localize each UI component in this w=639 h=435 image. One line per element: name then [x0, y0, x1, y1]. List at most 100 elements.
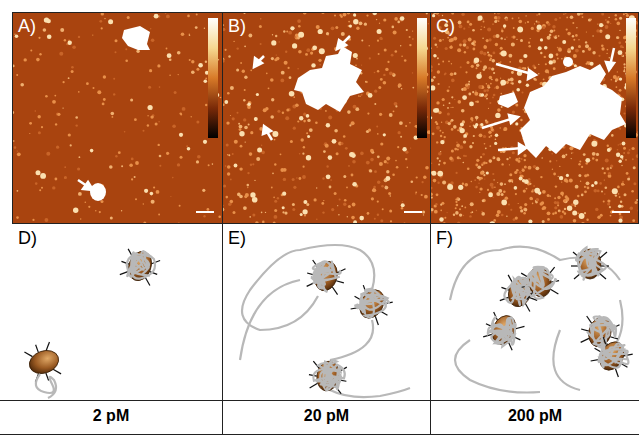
afm-particle	[442, 132, 444, 134]
afm-particle	[619, 128, 621, 130]
afm-particle	[585, 41, 587, 43]
afm-particle	[588, 18, 591, 21]
afm-particle	[482, 37, 484, 39]
afm-particle	[483, 89, 486, 92]
afm-particle	[501, 106, 503, 108]
afm-particle	[20, 83, 24, 87]
bacterium-leg	[612, 368, 621, 377]
afm-particle	[492, 156, 495, 159]
afm-particle	[299, 177, 302, 180]
afm-particle	[358, 95, 360, 97]
afm-particle	[471, 42, 474, 45]
afm-particle	[460, 66, 462, 68]
afm-particle	[491, 67, 494, 70]
afm-particle	[534, 188, 540, 194]
afm-particle	[131, 178, 133, 180]
afm-particle	[506, 216, 508, 218]
afm-particle	[386, 170, 389, 173]
afm-particle	[447, 212, 448, 213]
bacterium-leg	[310, 382, 318, 389]
afm-particle	[377, 181, 380, 184]
afm-particle	[542, 26, 545, 29]
afm-particle	[118, 151, 121, 154]
afm-particle	[68, 133, 71, 136]
afm-particle	[501, 200, 507, 206]
afm-particle	[177, 51, 181, 55]
afm-particle	[556, 201, 559, 204]
afm-particle	[617, 186, 620, 189]
afm-particle	[377, 133, 379, 135]
afm-particle	[484, 143, 486, 145]
afm-particle	[483, 52, 487, 56]
afm-particle	[355, 107, 359, 111]
afm-particle	[424, 195, 428, 199]
afm-particle	[239, 167, 242, 170]
afm-particle	[274, 139, 276, 141]
afm-particle	[261, 212, 263, 214]
afm-particle	[585, 158, 590, 163]
afm-particle	[591, 184, 594, 187]
afm-particle	[297, 120, 299, 122]
afm-particle	[339, 199, 341, 201]
afm-particle	[77, 167, 80, 170]
afm-particle	[486, 39, 489, 42]
afm-particle	[518, 80, 522, 84]
afm-particle	[288, 67, 290, 69]
afm-particle	[377, 214, 379, 216]
afm-particle	[254, 180, 255, 181]
afm-particle	[277, 197, 279, 199]
afm-particle	[298, 50, 302, 54]
afm-particle	[400, 16, 405, 21]
afm-particle	[352, 160, 356, 164]
afm-particle	[352, 203, 356, 207]
afm-particle	[343, 135, 346, 138]
afm-particle	[607, 203, 610, 206]
bacterium	[23, 339, 64, 385]
afm-particle	[476, 74, 481, 79]
afm-particle	[581, 194, 584, 197]
afm-particle	[537, 21, 540, 24]
afm-particle	[504, 38, 506, 40]
bacterium	[304, 257, 348, 296]
afm-particle	[316, 219, 318, 221]
afm-particle	[38, 131, 41, 134]
afm-particle	[468, 26, 469, 27]
afm-particle	[390, 195, 391, 196]
afm-particle	[191, 60, 194, 63]
afm-particle	[623, 147, 626, 150]
afm-particle	[223, 185, 226, 188]
afm-particle	[544, 46, 548, 50]
afm-particle	[449, 102, 451, 104]
afm-particle	[613, 75, 617, 79]
afm-particle	[617, 22, 621, 26]
afm-particle	[623, 36, 626, 39]
afm-particle	[477, 101, 479, 103]
afm-particle	[302, 153, 304, 155]
afm-particle	[468, 38, 472, 42]
afm-particle	[620, 201, 622, 203]
afm-particle	[523, 212, 526, 215]
afm-particle	[533, 185, 535, 187]
afm-particle	[180, 114, 182, 116]
afm-particle	[581, 166, 583, 168]
afm-particle	[495, 138, 497, 140]
afm-particle	[585, 44, 589, 48]
afm-particle	[592, 157, 594, 159]
afm-particle	[474, 179, 476, 181]
afm-particle	[478, 85, 482, 89]
afm-particle	[293, 127, 296, 130]
afm-particle	[579, 161, 581, 163]
afm-particle	[510, 209, 512, 211]
afm-particle	[326, 174, 331, 179]
afm-particle	[442, 61, 444, 63]
fibre-tangle	[355, 289, 389, 318]
bacterium-body	[26, 347, 62, 378]
afm-particle	[388, 192, 391, 195]
afm-particle	[605, 186, 608, 189]
afm-particle	[573, 54, 577, 58]
afm-particle	[601, 45, 604, 48]
afm-particle	[361, 39, 363, 41]
afm-particle	[226, 196, 229, 199]
afm-particle	[240, 62, 242, 64]
afm-particle	[475, 186, 478, 189]
